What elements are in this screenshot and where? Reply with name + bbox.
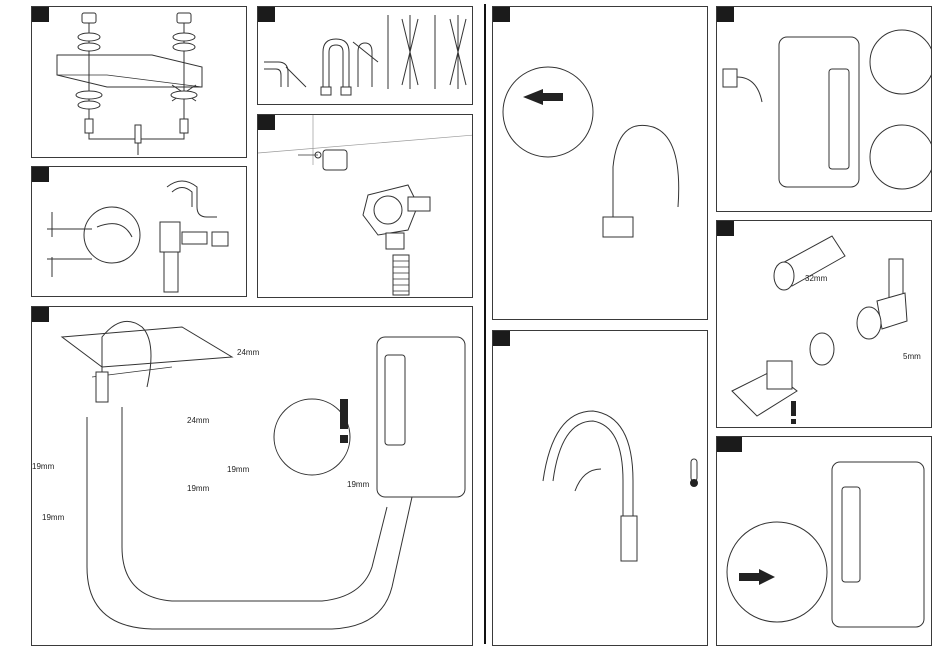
rings <box>810 307 881 365</box>
size-label: 19mm <box>227 465 250 474</box>
size-label: 5mm <box>903 352 921 361</box>
size-label: 19mm <box>32 462 55 471</box>
size-label: 24mm <box>187 416 210 425</box>
water-heater <box>779 37 859 187</box>
thermometer-icon <box>690 459 698 487</box>
panel-hose-types <box>257 6 473 105</box>
lever <box>877 259 907 329</box>
arrow-pull <box>523 89 563 105</box>
siphon <box>160 181 228 292</box>
magnifier-circle <box>84 207 140 263</box>
overview-illustration: 24mm 24mm 19mm 19mm 19mm 19mm 19mm <box>32 307 473 646</box>
magnifier-circle <box>727 522 827 622</box>
hose-u-crossed <box>353 42 378 87</box>
faucet <box>603 125 679 237</box>
countertop-left <box>57 55 202 87</box>
column-divider <box>484 4 486 644</box>
heater-final-illustration <box>717 437 932 646</box>
size-label: 19mm <box>187 484 210 493</box>
magnifier-circle <box>503 67 593 157</box>
valve-core <box>732 361 797 416</box>
warning-mark <box>791 401 796 424</box>
panel-faucet-operation <box>492 330 708 646</box>
panel-angle-valve <box>257 114 473 298</box>
panel-faucet-detail <box>492 6 708 320</box>
size-label: 32mm <box>805 274 828 283</box>
power-socket <box>723 69 762 102</box>
size-labels: 24mm 24mm 19mm 19mm 19mm 19mm 19mm <box>32 348 370 522</box>
hose-types-illustration <box>258 7 473 105</box>
detail-circle-top <box>870 30 932 94</box>
panel-heater-connection <box>716 6 932 212</box>
panel-overview: 24mm 24mm 19mm 19mm 19mm 19mm 19mm <box>31 306 473 646</box>
panel-mounting-parts <box>31 6 247 158</box>
faucet-operation-illustration <box>493 331 708 646</box>
hose-loop-outer <box>87 417 412 629</box>
size-label: 19mm <box>347 480 370 489</box>
hose-u-ok <box>321 39 351 95</box>
water-heater <box>832 462 924 627</box>
detail-circle-bottom <box>870 125 932 189</box>
size-label: 24mm <box>237 348 260 357</box>
warning-mark <box>274 399 350 475</box>
valve-body <box>363 185 430 249</box>
arrow-rotate <box>575 469 601 491</box>
mounting-illustration <box>32 7 247 158</box>
drain-trap-illustration <box>32 167 247 297</box>
stack-right <box>171 13 197 133</box>
faucet-body <box>543 411 637 561</box>
arrow-push <box>739 569 775 585</box>
cartridge-illustration: 32mm 5mm <box>717 221 932 428</box>
hose-straight-set <box>388 15 466 89</box>
hose-bent-crossed <box>264 62 306 87</box>
valve-illustration <box>258 115 473 298</box>
panel-cartridge: 32mm 5mm <box>716 220 932 428</box>
faucet-detail-illustration <box>493 7 708 320</box>
stack-left <box>76 13 102 133</box>
hose-connectors <box>89 125 184 155</box>
panel-drain-trap <box>31 166 247 297</box>
water-heater <box>377 337 465 497</box>
panel-heater-final <box>716 436 932 646</box>
wall-bracket <box>298 150 347 170</box>
size-label: 19mm <box>42 513 65 522</box>
corrugated-hose <box>393 255 409 295</box>
heater-connection-illustration <box>717 7 932 212</box>
